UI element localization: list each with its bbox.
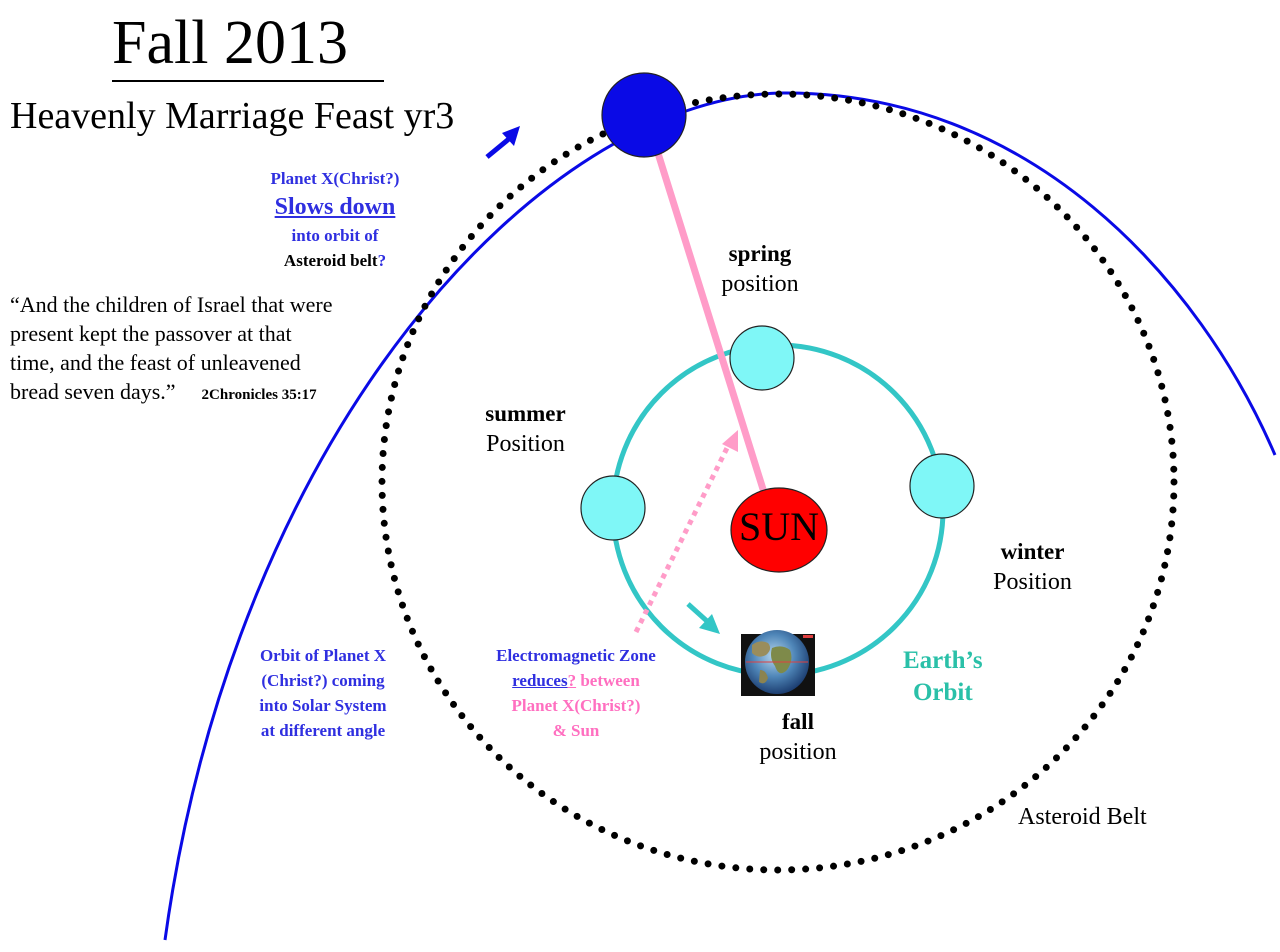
em-zone-note-line2a: reduces xyxy=(512,671,568,690)
earth-spring-position xyxy=(729,325,795,391)
title-underline xyxy=(112,80,384,82)
earth-globe-icon xyxy=(741,630,815,696)
em-zone-note: Electromagnetic Zone reduces? between Pl… xyxy=(470,643,682,743)
season-fall: fall position xyxy=(728,708,868,767)
season-spring: spring position xyxy=(680,240,840,299)
season-summer-name: summer xyxy=(485,401,566,426)
asteroid-belt-label: Asteroid Belt xyxy=(1018,804,1147,830)
em-zone-note-line2c: between xyxy=(576,671,640,690)
sun-icon xyxy=(730,487,828,573)
orbit-note-line1: Orbit of Planet X xyxy=(259,646,387,665)
planet-x-note-line3: into orbit of xyxy=(291,226,379,245)
planet-x-direction-arrow xyxy=(485,136,512,159)
quote-text: “And the children of Israel that were pr… xyxy=(10,292,333,404)
planet-x-icon xyxy=(601,72,687,158)
season-spring-position: position xyxy=(721,270,799,297)
earth-orbit-label-line2: Orbit xyxy=(912,679,973,706)
em-zone-note-line3: Planet X(Christ?) xyxy=(511,696,641,715)
season-spring-name: spring xyxy=(728,241,792,266)
planet-x-note-line4: Asteroid belt xyxy=(283,251,378,270)
page-subtitle: Heavenly Marriage Feast yr3 xyxy=(10,95,455,137)
planet-x-note: Planet X(Christ?) Slows down into orbit … xyxy=(240,166,430,273)
earth-summer-position xyxy=(580,475,646,541)
em-zone-note-line2: reduces? between xyxy=(470,668,682,693)
planet-x-note-line1: Planet X(Christ?) xyxy=(270,169,400,188)
season-winter-name: winter xyxy=(1000,539,1065,564)
season-winter-position: Position xyxy=(993,568,1072,595)
earth-orbit-label: Earth’s Orbit xyxy=(903,645,983,709)
season-summer-position: Position xyxy=(486,430,565,457)
quote-reference: 2Chronicles 35:17 xyxy=(201,387,317,403)
orbit-note-line4: at different angle xyxy=(260,721,386,740)
earth-orbit-label-line1: Earth’s xyxy=(903,647,983,674)
em-zone-note-line1: Electromagnetic Zone xyxy=(496,646,656,665)
planet-x-note-line4-mark: ? xyxy=(377,251,387,270)
scripture-quote: “And the children of Israel that were pr… xyxy=(10,290,340,410)
orbit-note: Orbit of Planet X (Christ?) coming into … xyxy=(228,643,418,743)
em-zone-arrowhead-icon xyxy=(722,430,738,452)
planet-x-note-line4-wrap: Asteroid belt? xyxy=(240,248,430,273)
em-zone-note-line2b: ? xyxy=(567,671,577,690)
season-summer: summer Position xyxy=(443,400,608,459)
em-zone-arrow xyxy=(633,444,731,634)
season-fall-position: position xyxy=(759,738,837,765)
planet-x-sun-beam xyxy=(643,114,776,522)
orbit-note-line2: (Christ?) coming xyxy=(261,671,385,690)
sun-label: SUN xyxy=(738,504,820,549)
season-fall-name: fall xyxy=(782,709,814,734)
em-zone-note-line4: & Sun xyxy=(552,721,600,740)
season-winter: winter Position xyxy=(955,538,1110,597)
asteroid-belt-ring xyxy=(378,90,1178,874)
earth-winter-position xyxy=(909,453,975,519)
planet-x-note-line2: Slows down xyxy=(274,194,396,220)
earth-direction-arrowhead-icon xyxy=(699,614,720,634)
orbit-note-line3: into Solar System xyxy=(259,696,387,715)
direction-arrow-icon xyxy=(502,126,520,146)
earth-direction-arrow xyxy=(686,602,710,624)
page-title: Fall 2013 xyxy=(112,9,348,77)
planet-x-orbit-path xyxy=(163,91,1277,941)
